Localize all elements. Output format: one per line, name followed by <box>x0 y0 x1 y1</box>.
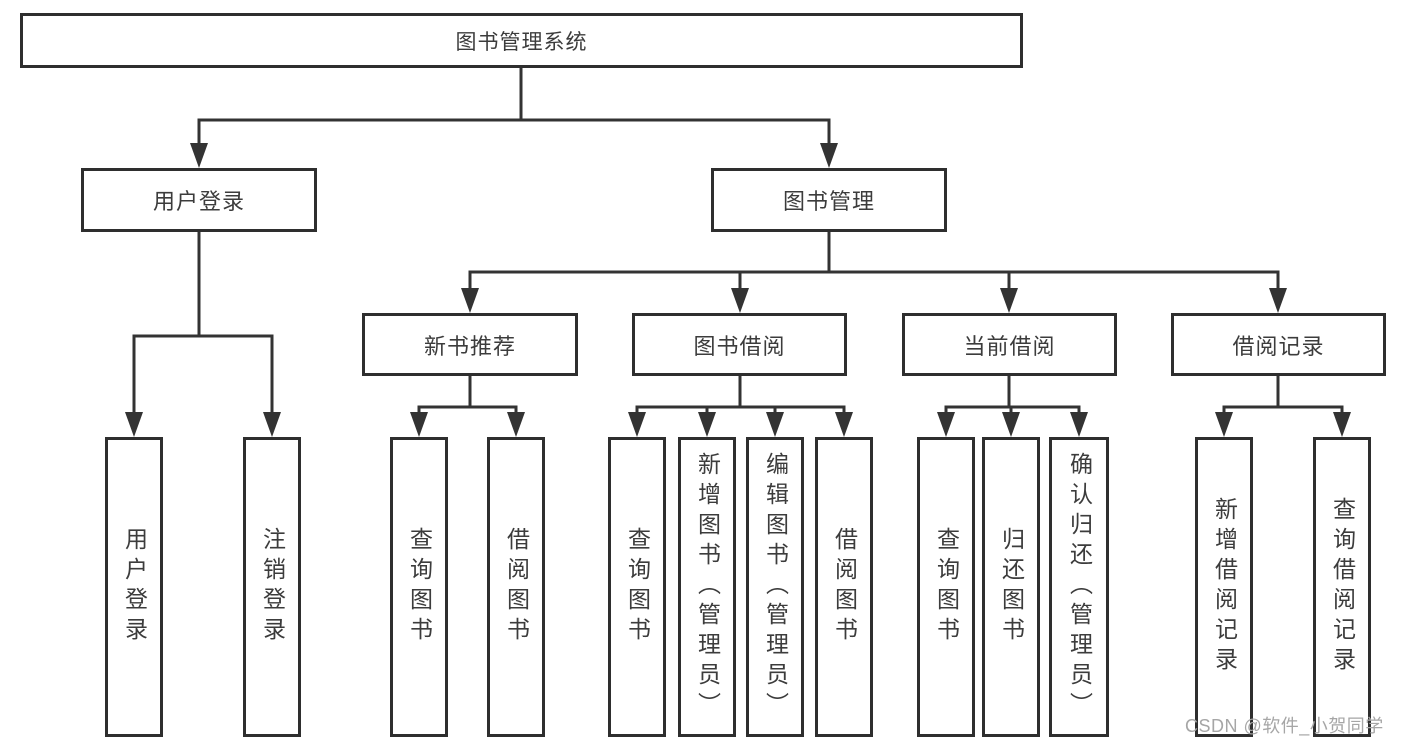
node-borrow-records: 借阅记录 <box>1171 313 1386 376</box>
node-label: 借阅记录 <box>1232 333 1325 359</box>
leaf-query-books-current: 查询图书 <box>917 437 975 737</box>
node-library-management-system: 图书管理系统 <box>20 13 1023 68</box>
node-user-login: 用户登录 <box>81 168 317 232</box>
leaf-label: 确认归还（管理员） <box>1066 452 1093 722</box>
leaf-confirm-return-admin: 确认归还（管理员） <box>1049 437 1109 737</box>
node-label: 图书借阅 <box>693 333 786 359</box>
leaf-add-borrow-record: 新增借阅记录 <box>1195 437 1253 737</box>
arrow-down-icon <box>263 412 281 437</box>
arrow-down-icon <box>937 412 955 437</box>
leaf-label: 查询图书 <box>624 527 651 647</box>
leaf-label: 查询图书 <box>406 527 433 647</box>
node-label: 图书管理 <box>782 189 875 214</box>
arrow-down-icon <box>1000 288 1018 313</box>
leaf-label: 编辑图书（管理员） <box>762 452 789 722</box>
leaf-borrow-books: 借阅图书 <box>815 437 873 737</box>
leaf-query-books-recommend: 查询图书 <box>390 437 448 737</box>
arrow-down-icon <box>125 412 143 437</box>
leaf-label: 借阅图书 <box>503 527 530 647</box>
leaf-label: 查询借阅记录 <box>1329 497 1356 677</box>
csdn-watermark: CSDN @软件_小贺同学 <box>1185 716 1384 736</box>
leaf-label: 新增借阅记录 <box>1211 497 1238 677</box>
node-label: 当前借阅 <box>963 333 1056 359</box>
node-book-borrow: 图书借阅 <box>632 313 847 376</box>
arrow-down-icon <box>1002 412 1020 437</box>
node-label: 新书推荐 <box>423 333 516 359</box>
leaf-label: 查询图书 <box>933 527 960 647</box>
leaf-label: 借阅图书 <box>831 527 858 647</box>
leaf-return-books: 归还图书 <box>982 437 1040 737</box>
arrow-down-icon <box>835 412 853 437</box>
leaf-label: 新增图书（管理员） <box>694 452 721 722</box>
leaf-edit-books-admin: 编辑图书（管理员） <box>746 437 804 737</box>
arrow-down-icon <box>190 143 208 168</box>
leaf-query-books-borrow: 查询图书 <box>608 437 666 737</box>
leaf-query-borrow-record: 查询借阅记录 <box>1313 437 1371 737</box>
arrow-down-icon <box>507 412 525 437</box>
leaf-label: 用户登录 <box>121 527 148 647</box>
arrow-down-icon <box>1333 412 1351 437</box>
leaf-borrow-books-recommend: 借阅图书 <box>487 437 545 737</box>
arrow-down-icon <box>1070 412 1088 437</box>
arrow-down-icon <box>820 143 838 168</box>
leaf-label: 归还图书 <box>998 527 1025 647</box>
node-book-management: 图书管理 <box>711 168 947 232</box>
arrow-down-icon <box>698 412 716 437</box>
node-label: 用户登录 <box>152 189 245 214</box>
arrow-down-icon <box>1215 412 1233 437</box>
leaf-user-login: 用户登录 <box>105 437 163 737</box>
node-new-book-recommend: 新书推荐 <box>362 313 578 376</box>
arrow-down-icon <box>461 288 479 313</box>
leaf-label: 注销登录 <box>259 527 286 647</box>
node-label: 图书管理系统 <box>455 30 588 54</box>
arrow-down-icon <box>731 288 749 313</box>
leaf-add-books-admin: 新增图书（管理员） <box>678 437 736 737</box>
arrow-down-icon <box>1269 288 1287 313</box>
arrow-down-icon <box>766 412 784 437</box>
arrow-down-icon <box>410 412 428 437</box>
arrow-down-icon <box>628 412 646 437</box>
node-current-borrow: 当前借阅 <box>902 313 1117 376</box>
leaf-logout-login: 注销登录 <box>243 437 301 737</box>
